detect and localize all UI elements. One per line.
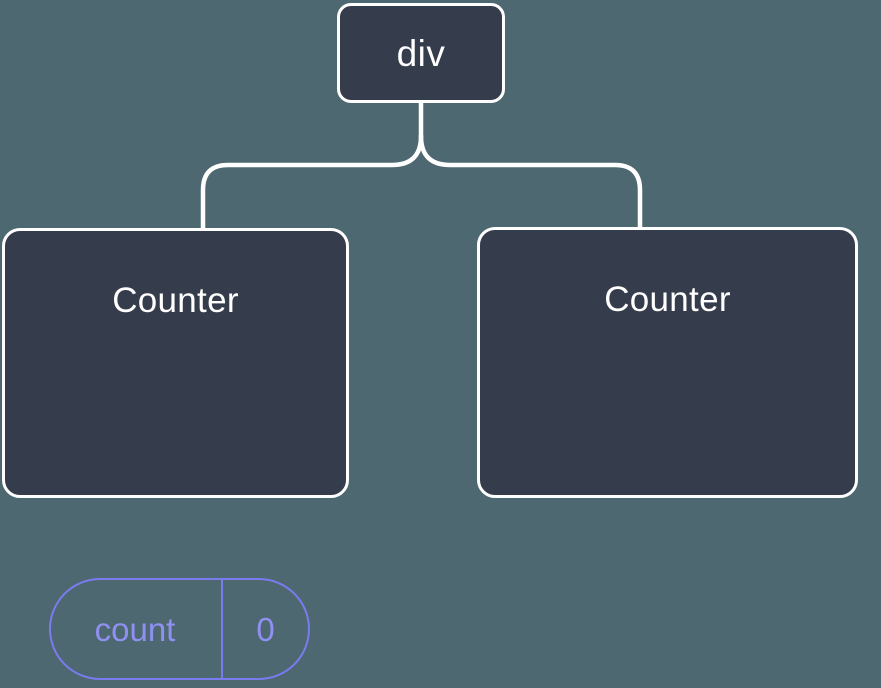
state-pill-count-left[interactable]: count 0 [49, 578, 310, 680]
node-counter-right[interactable]: Counter count 1 [477, 227, 858, 498]
state-pill-left-value: 0 [256, 610, 275, 648]
component-tree-diagram: div Counter count 0 Counter count 1 [2, 3, 858, 680]
node-counter-right-title: Counter [604, 280, 731, 319]
node-div[interactable]: div [337, 3, 505, 103]
node-counter-left-title: Counter [112, 281, 239, 320]
node-div-label: div [396, 32, 446, 74]
state-pill-left-label: count [51, 580, 223, 678]
node-counter-left[interactable]: Counter count 0 [2, 228, 349, 680]
